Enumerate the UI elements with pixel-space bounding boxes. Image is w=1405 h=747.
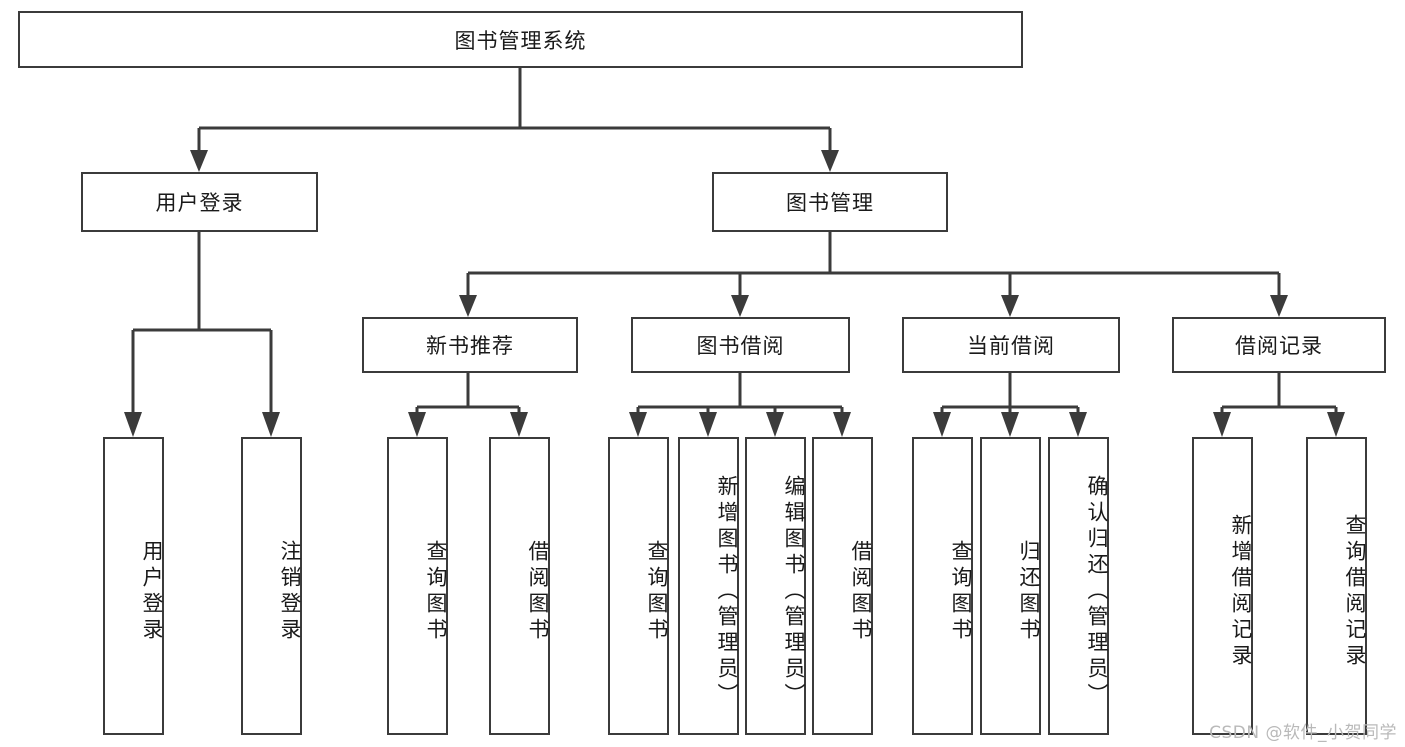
leaf-current-borrow-confirm-return-label: 确认归还（管理员） [1085,475,1109,709]
node-user-login[interactable]: 用户登录 [81,172,318,232]
leaf-current-borrow-return[interactable]: 归还图书 [980,437,1041,735]
leaf-book-borrow-borrow-label: 借阅图书 [849,540,873,644]
node-current-borrow[interactable]: 当前借阅 [902,317,1120,373]
node-root-system[interactable]: 图书管理系统 [18,11,1023,68]
node-root-system-label: 图书管理系统 [454,28,587,53]
arrow-to-current-borrow [1001,295,1019,317]
arrow-bookborrow-child-3 [766,412,784,437]
leaf-new-book-query-label: 查询图书 [424,540,448,644]
leaf-book-borrow-query[interactable]: 查询图书 [608,437,669,735]
leaf-user-login-login[interactable]: 用户登录 [103,437,164,735]
leaf-book-borrow-borrow[interactable]: 借阅图书 [812,437,873,735]
csdn-watermark: CSDN @软件_小贺同学 [1209,723,1397,743]
leaf-current-borrow-confirm-return[interactable]: 确认归还（管理员） [1048,437,1109,735]
leaf-user-login-logout-label: 注销登录 [278,540,302,644]
arrow-newbook-child-2 [510,412,528,437]
leaf-borrow-record-add-label: 新增借阅记录 [1229,514,1253,670]
arrow-borrowrecord-child-2 [1327,412,1345,437]
leaf-book-borrow-query-label: 查询图书 [645,540,669,644]
node-new-book-recommend-label: 新书推荐 [426,334,514,358]
leaf-book-borrow-add[interactable]: 新增图书（管理员） [678,437,739,735]
leaf-new-book-query[interactable]: 查询图书 [387,437,448,735]
arrow-to-book-manage [821,150,839,172]
arrow-currentborrow-child-2 [1001,412,1019,437]
arrow-currentborrow-child-3 [1069,412,1087,437]
arrow-to-user-login [190,150,208,172]
leaf-borrow-record-add[interactable]: 新增借阅记录 [1192,437,1253,735]
arrow-currentborrow-child-1 [933,412,951,437]
arrow-newbook-child-1 [408,412,426,437]
node-borrow-record[interactable]: 借阅记录 [1172,317,1386,373]
arrow-to-new-book [459,295,477,317]
arrow-login-child-1 [124,412,142,437]
leaf-book-borrow-add-label: 新增图书（管理员） [715,475,739,709]
leaf-user-login-logout[interactable]: 注销登录 [241,437,302,735]
arrow-borrowrecord-child-1 [1213,412,1231,437]
node-book-borrow[interactable]: 图书借阅 [631,317,850,373]
node-borrow-record-label: 借阅记录 [1235,334,1323,358]
node-new-book-recommend[interactable]: 新书推荐 [362,317,578,373]
node-book-manage[interactable]: 图书管理 [712,172,948,232]
node-book-borrow-label: 图书借阅 [696,334,785,358]
node-current-borrow-label: 当前借阅 [967,334,1055,358]
arrow-login-child-2 [262,412,280,437]
arrow-to-borrow-record [1270,295,1288,317]
arrow-bookborrow-child-1 [629,412,647,437]
node-user-login-label: 用户登录 [155,191,244,215]
leaf-new-book-borrow[interactable]: 借阅图书 [489,437,550,735]
leaf-book-borrow-edit-label: 编辑图书（管理员） [782,475,806,709]
leaf-current-borrow-query[interactable]: 查询图书 [912,437,973,735]
leaf-new-book-borrow-label: 借阅图书 [526,540,550,644]
arrow-bookborrow-child-4 [833,412,851,437]
node-book-manage-label: 图书管理 [786,191,874,215]
arrow-to-book-borrow [731,295,749,317]
arrow-bookborrow-child-2 [699,412,717,437]
leaf-borrow-record-query-label: 查询借阅记录 [1343,514,1367,670]
leaf-current-borrow-query-label: 查询图书 [949,540,973,644]
leaf-user-login-login-label: 用户登录 [140,540,164,644]
leaf-borrow-record-query[interactable]: 查询借阅记录 [1306,437,1367,735]
leaf-book-borrow-edit[interactable]: 编辑图书（管理员） [745,437,806,735]
leaf-current-borrow-return-label: 归还图书 [1017,540,1041,644]
